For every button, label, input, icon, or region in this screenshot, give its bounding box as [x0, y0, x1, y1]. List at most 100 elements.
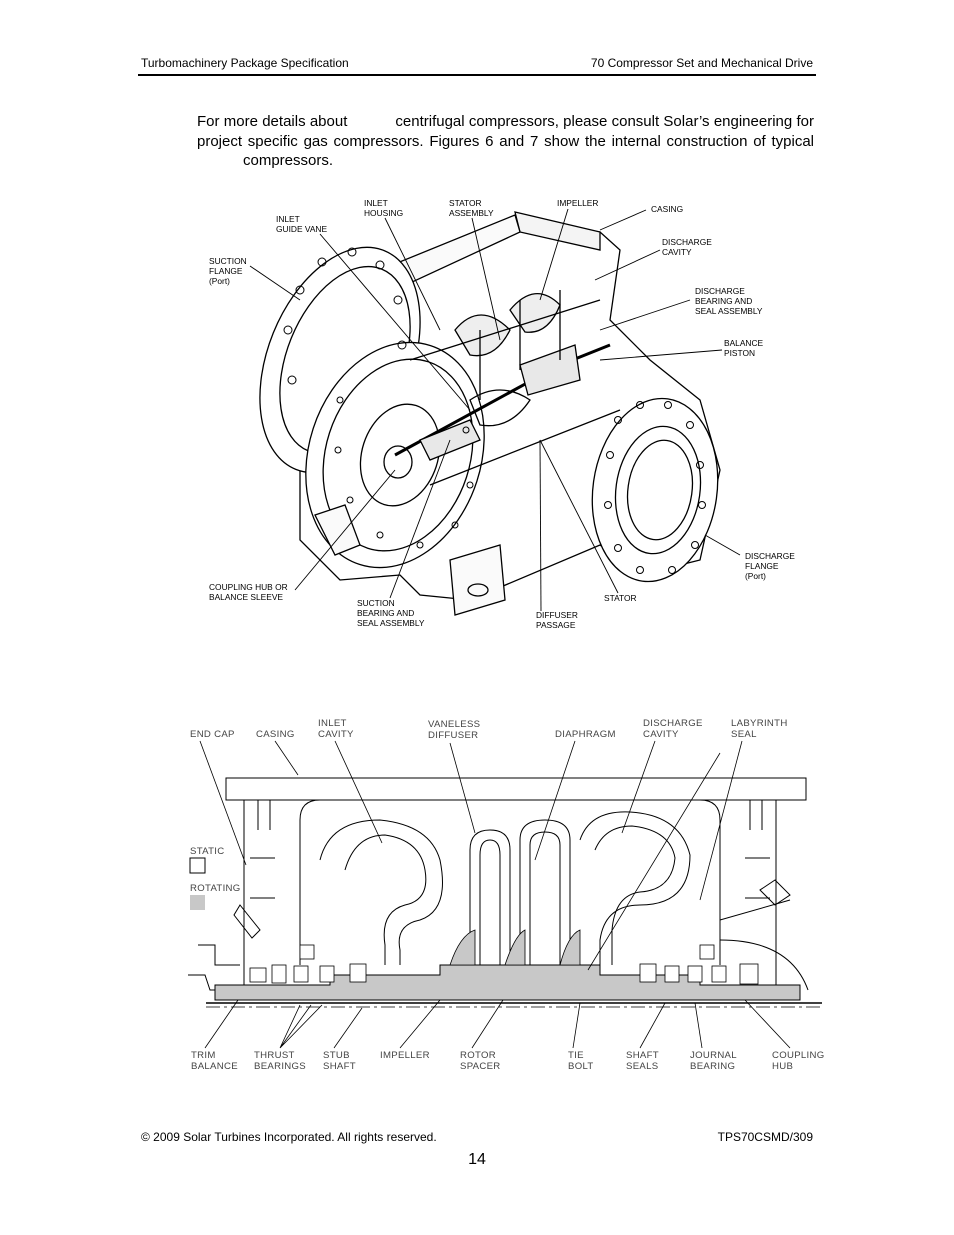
para-part-2: centrifugal compressors, please consult …: [197, 113, 814, 150]
svg-text:CASING: CASING: [256, 729, 295, 740]
svg-text:DIAPHRAGM: DIAPHRAGM: [555, 729, 616, 740]
label-shaft-seals: SEALS: [626, 1061, 658, 1072]
label-coupling-hub: COUPLING HUB OR: [209, 582, 288, 592]
label-coupling-hub: BALANCE SLEEVE: [209, 592, 283, 602]
para-part-3: compressors.: [243, 152, 334, 169]
label-inlet-guide-vane: GUIDE VANE: [276, 224, 327, 234]
label-discharge-flange: (Port): [745, 571, 766, 581]
label-labyrinth-seal: SEAL: [731, 729, 757, 740]
label-suction-flange: FLANGE: [209, 266, 243, 276]
label-diffuser-passage: DIFFUSER: [536, 610, 578, 620]
label-stub-shaft: STUB: [323, 1050, 350, 1061]
footer-document-id: TPS70CSMD/309: [717, 1130, 813, 1144]
label-discharge-cavity-7: DISCHARGE: [643, 718, 703, 729]
label-stator-assembly: STATOR: [449, 198, 482, 208]
label-rotating: ROTATING: [190, 883, 241, 894]
label-discharge-bearing: DISCHARGE: [695, 286, 745, 296]
label-rotor-spacer: ROTOR: [460, 1050, 496, 1061]
svg-text:STATIC: STATIC: [190, 846, 225, 857]
label-shaft-seals: SHAFT: [626, 1050, 659, 1061]
legend-static-swatch: [189, 857, 206, 874]
label-balance-piston: PISTON: [724, 348, 755, 358]
label-coupling-hub-7: HUB: [772, 1061, 793, 1072]
label-stub-shaft: SHAFT: [323, 1061, 356, 1072]
svg-text:END CAP: END CAP: [190, 729, 235, 740]
label-suction-flange: (Port): [209, 276, 230, 286]
label-discharge-cavity: CAVITY: [662, 247, 692, 257]
label-inlet-housing: HOUSING: [364, 208, 403, 218]
label-static: STATIC: [190, 846, 225, 857]
label-casing-7: CASING: [256, 729, 295, 740]
label-thrust-bearings: THRUST: [254, 1050, 295, 1061]
label-impeller: IMPELLER: [557, 198, 598, 208]
label-discharge-cavity: DISCHARGE: [662, 237, 712, 247]
label-casing: CASING: [651, 204, 683, 214]
label-diffuser-passage: PASSAGE: [536, 620, 576, 630]
header-title-left: Turbomachinery Package Specification: [141, 56, 349, 70]
label-labyrinth-seal: LABYRINTH: [731, 718, 788, 729]
label-inlet-cavity: INLET: [318, 718, 347, 729]
svg-text:IMPELLER: IMPELLER: [380, 1050, 430, 1061]
label-coupling-hub-7: COUPLING: [772, 1050, 825, 1061]
label-discharge-bearing: SEAL ASSEMBLY: [695, 306, 763, 316]
label-vaneless-diffuser: DIFFUSER: [428, 730, 478, 741]
label-suction-flange: SUCTION: [209, 256, 247, 266]
label-tie-bolt: TIE: [568, 1050, 584, 1061]
label-diaphragm: DIAPHRAGM: [555, 729, 616, 740]
svg-text:CASING: CASING: [651, 204, 683, 214]
header-rule: [138, 74, 816, 76]
svg-text:IMPELLER: IMPELLER: [557, 198, 598, 208]
label-journal-bearing: JOURNAL: [690, 1050, 737, 1061]
label-impeller-7: IMPELLER: [380, 1050, 430, 1061]
page-number: 14: [468, 1151, 486, 1168]
label-trim-balance: TRIM: [191, 1050, 216, 1061]
label-balance-piston: BALANCE: [724, 338, 764, 348]
svg-text:ROTATING: ROTATING: [190, 883, 241, 894]
footer-copyright: © 2009 Solar Turbines Incorporated. All …: [141, 1130, 437, 1144]
para-part-1: For more details about: [197, 113, 348, 130]
label-discharge-bearing: BEARING AND: [695, 296, 752, 306]
label-vaneless-diffuser: VANELESS: [428, 719, 480, 730]
label-journal-bearing: BEARING: [690, 1061, 735, 1072]
label-inlet-housing: INLET: [364, 198, 388, 208]
label-inlet-guide-vane: INLET: [276, 214, 300, 224]
label-inlet-cavity: CAVITY: [318, 729, 354, 740]
label-thrust-bearings: BEARINGS: [254, 1061, 306, 1072]
label-rotor-spacer: SPACER: [460, 1061, 501, 1072]
label-stator: STATOR: [604, 593, 637, 603]
label-end-cap: END CAP: [190, 729, 235, 740]
label-suction-bearing: SUCTION: [357, 598, 395, 608]
svg-text:STATOR: STATOR: [604, 593, 637, 603]
label-discharge-cavity-7: CAVITY: [643, 729, 679, 740]
label-suction-bearing: BEARING AND: [357, 608, 414, 618]
label-stator-assembly: ASSEMBLY: [449, 208, 494, 218]
label-trim-balance: BALANCE: [191, 1061, 238, 1072]
